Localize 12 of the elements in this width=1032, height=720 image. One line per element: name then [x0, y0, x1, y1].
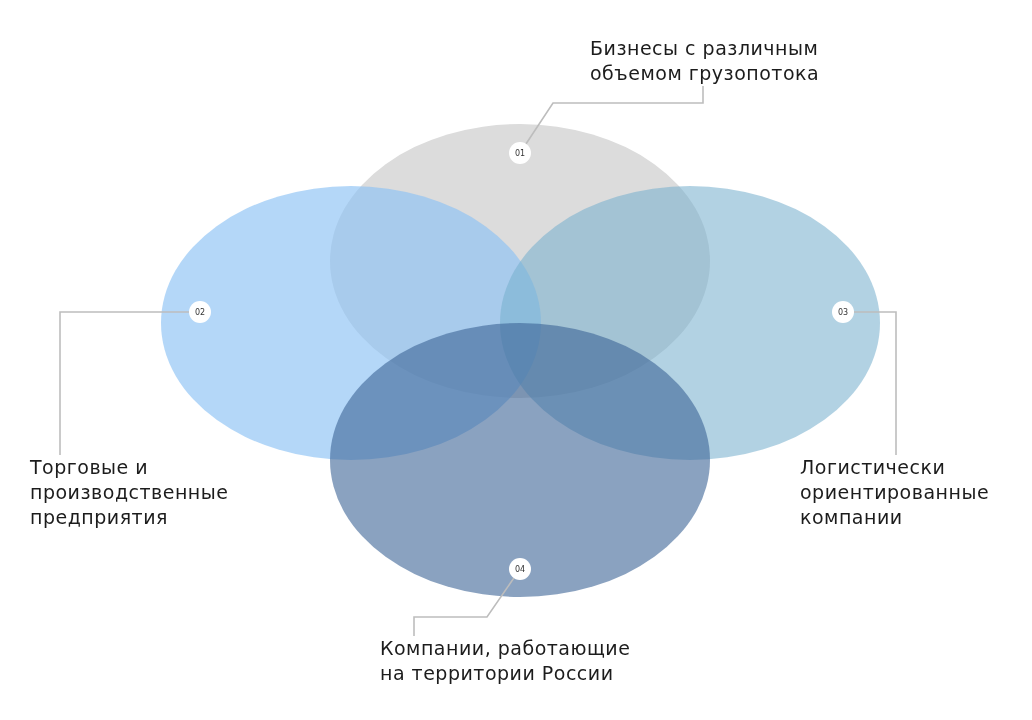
number-badge: 04: [509, 558, 531, 580]
callout-text: Компании, работающие на территории России: [380, 636, 638, 686]
callout-text: Логистически ориентированные компании: [800, 455, 1020, 530]
leader-line: [853, 311, 897, 456]
leader-line: [413, 577, 515, 637]
number-badge: 02: [189, 301, 211, 323]
callout-text: Бизнесы с различным объемом грузопотока: [590, 36, 855, 86]
number-badge: 01: [509, 142, 531, 164]
leader-line: [59, 311, 190, 456]
number-badge: 03: [832, 301, 854, 323]
callout-text: Торговые и производственные предприятия: [30, 455, 270, 530]
leader-line: [525, 85, 704, 145]
